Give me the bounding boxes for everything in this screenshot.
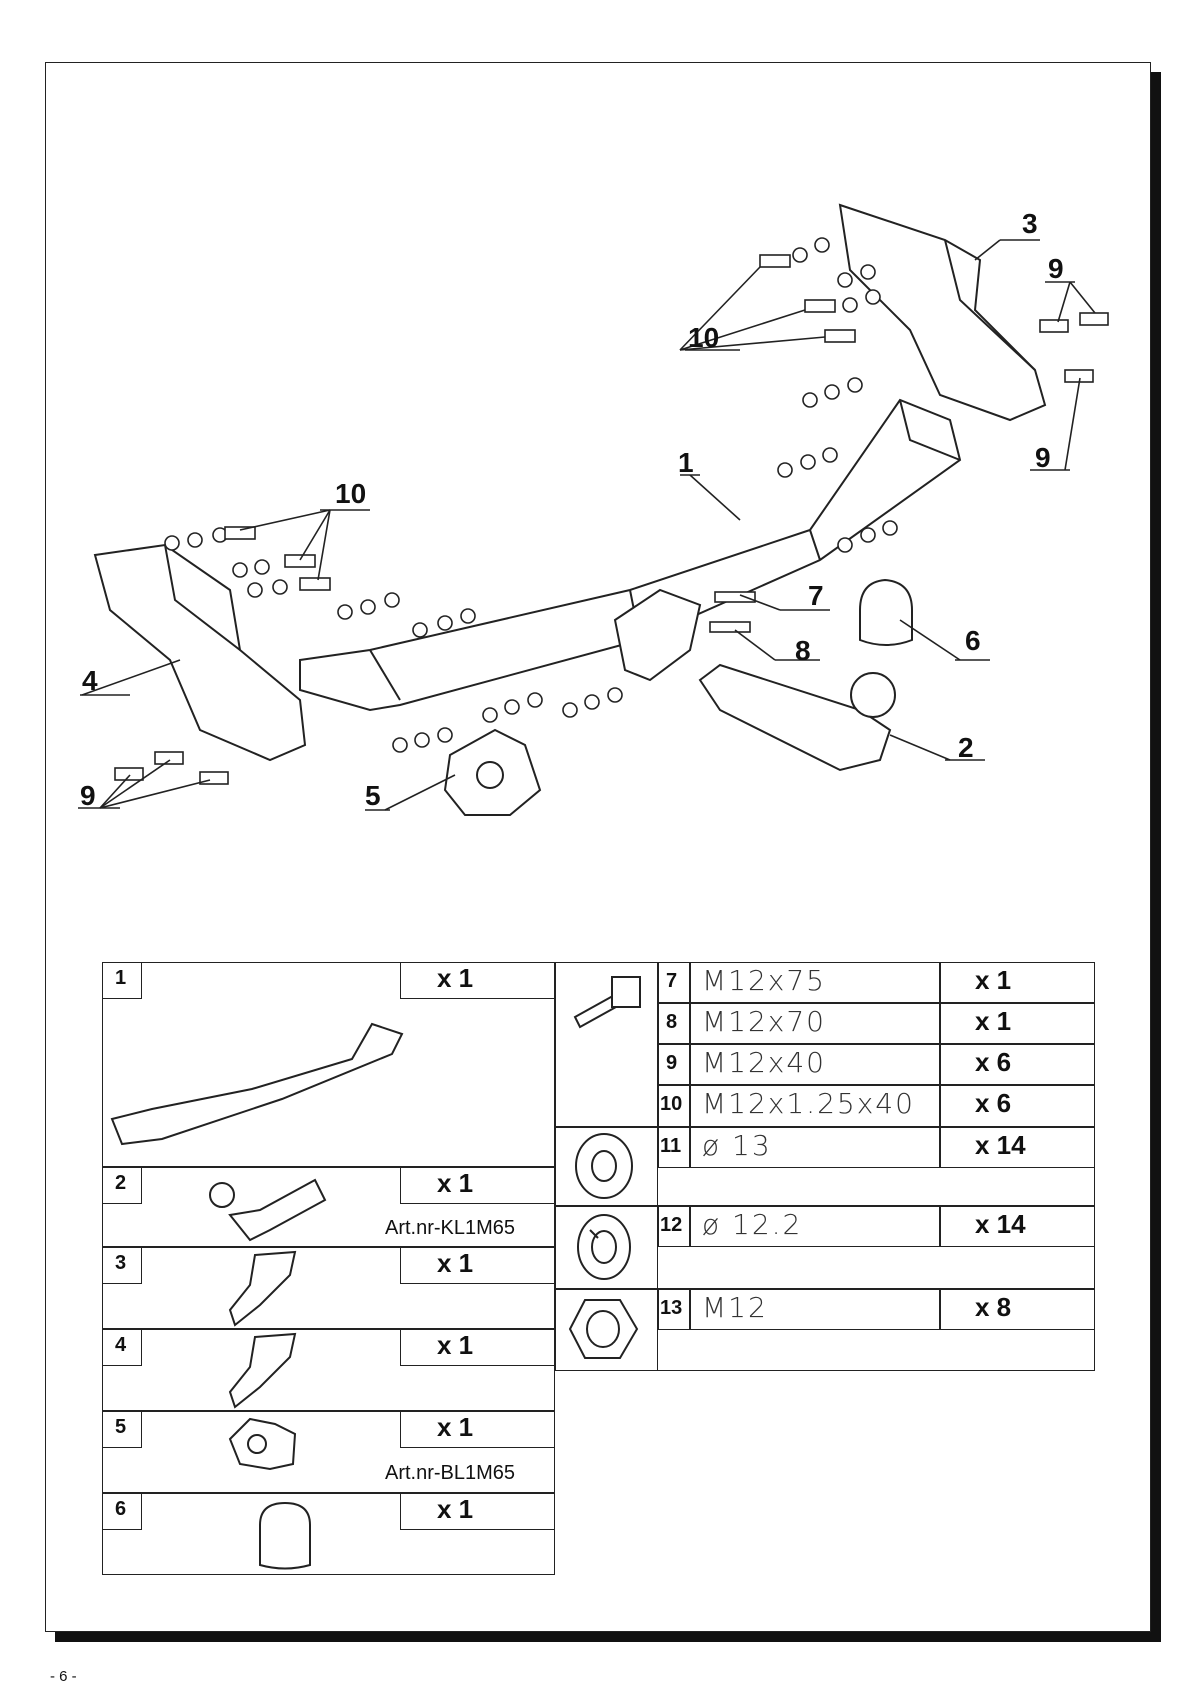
- part-qty-10: x 6: [975, 1088, 1012, 1118]
- callout-9-right-top: 9: [1048, 253, 1064, 284]
- part-6-image: [259, 1501, 311, 1570]
- part-4-image: [228, 1332, 297, 1409]
- part-qty-5: x 1: [437, 1412, 474, 1442]
- exploded-diagram: 1 2 3 4 5 6 7 8 9 9 9 10 10: [78, 203, 1109, 816]
- part-3-image: [228, 1250, 297, 1327]
- callout-6: 6: [965, 625, 981, 656]
- part-qty-3: x 1: [437, 1248, 474, 1278]
- part-spec-11: ø 13: [702, 1129, 772, 1162]
- spring-washer-icon: [577, 1214, 631, 1280]
- part-row-4: [102, 1329, 555, 1411]
- part-qty-9: x 6: [975, 1047, 1012, 1077]
- part-qty-6: x 1: [437, 1494, 474, 1524]
- part-row-5: [102, 1411, 555, 1493]
- ball-cap: [859, 578, 913, 646]
- flat-washer-icon: [575, 1133, 633, 1199]
- part-number-8: 8: [666, 1011, 678, 1033]
- part-row-6: [102, 1493, 555, 1575]
- callout-9-left: 9: [80, 780, 96, 811]
- part-qty-13: x 8: [975, 1292, 1012, 1322]
- page-number: - 6 -: [50, 1668, 77, 1685]
- bracket-left: [93, 543, 307, 762]
- bolt-image: [573, 976, 641, 1029]
- bolt-image-cell: [555, 962, 658, 1127]
- part-row-1: [102, 962, 555, 1167]
- frame-shadow-right: [1151, 72, 1161, 1642]
- part-qty-12: x 14: [975, 1209, 1026, 1239]
- hex-nut-icon: [568, 1299, 639, 1359]
- part-qty-2: x 1: [437, 1168, 474, 1198]
- part-number-11: 11: [660, 1135, 682, 1157]
- callout-3: 3: [1022, 208, 1038, 239]
- part-number-13: 13: [660, 1297, 683, 1319]
- part-spec-13: M12: [702, 1291, 768, 1324]
- part-art-nr-5: Art.nr-BL1M65: [385, 1462, 516, 1484]
- part-number-2: 2: [115, 1172, 127, 1194]
- part-5-image: [228, 1417, 297, 1471]
- callout-8: 8: [795, 635, 811, 666]
- part-row-2: [102, 1167, 555, 1247]
- part-spec-12: ø 12.2: [702, 1208, 803, 1241]
- part-number-10: 10: [660, 1093, 683, 1115]
- callout-2: 2: [958, 732, 974, 763]
- part-number-1: 1: [115, 967, 127, 989]
- callout-1: 1: [678, 447, 694, 478]
- part-number-5: 5: [115, 1416, 127, 1438]
- part-number-12: 12: [660, 1214, 683, 1236]
- part-qty-7: x 1: [975, 965, 1012, 995]
- part-spec-10: M12x1.25x40: [702, 1087, 915, 1120]
- part-qty-4: x 1: [437, 1330, 474, 1360]
- bracket-right: [838, 203, 1047, 422]
- callout-4: 4: [82, 665, 98, 696]
- part-number-7: 7: [666, 970, 678, 992]
- part-spec-9: M12x40: [702, 1046, 826, 1079]
- part-number-3: 3: [115, 1252, 127, 1274]
- part-qty-11: x 14: [975, 1130, 1026, 1160]
- part-spec-8: M12x70: [702, 1005, 826, 1038]
- callout-10-right: 10: [688, 322, 719, 353]
- part-qty-1: x 1: [437, 963, 474, 993]
- callout-7: 7: [808, 580, 824, 611]
- bolt-group-left: [114, 526, 623, 785]
- part-number-6: 6: [115, 1498, 127, 1520]
- part-qty-8: x 1: [975, 1006, 1012, 1036]
- part-1-image: [110, 1022, 404, 1146]
- part-art-nr-2: Art.nr-KL1M65: [385, 1217, 516, 1239]
- callout-9-right-bottom: 9: [1035, 442, 1051, 473]
- callout-5: 5: [365, 780, 381, 811]
- towball: [850, 672, 896, 718]
- part-number-9: 9: [666, 1052, 678, 1074]
- towball-arm: [698, 663, 892, 772]
- part-number-4: 4: [115, 1334, 127, 1356]
- part-row-3: [102, 1247, 555, 1329]
- part-2-image: [209, 1178, 327, 1242]
- frame-shadow-bottom: [55, 1632, 1161, 1642]
- callout-10-left: 10: [335, 478, 366, 509]
- bolt-group-right: [709, 237, 1109, 633]
- part-spec-7: M12x75: [702, 964, 826, 997]
